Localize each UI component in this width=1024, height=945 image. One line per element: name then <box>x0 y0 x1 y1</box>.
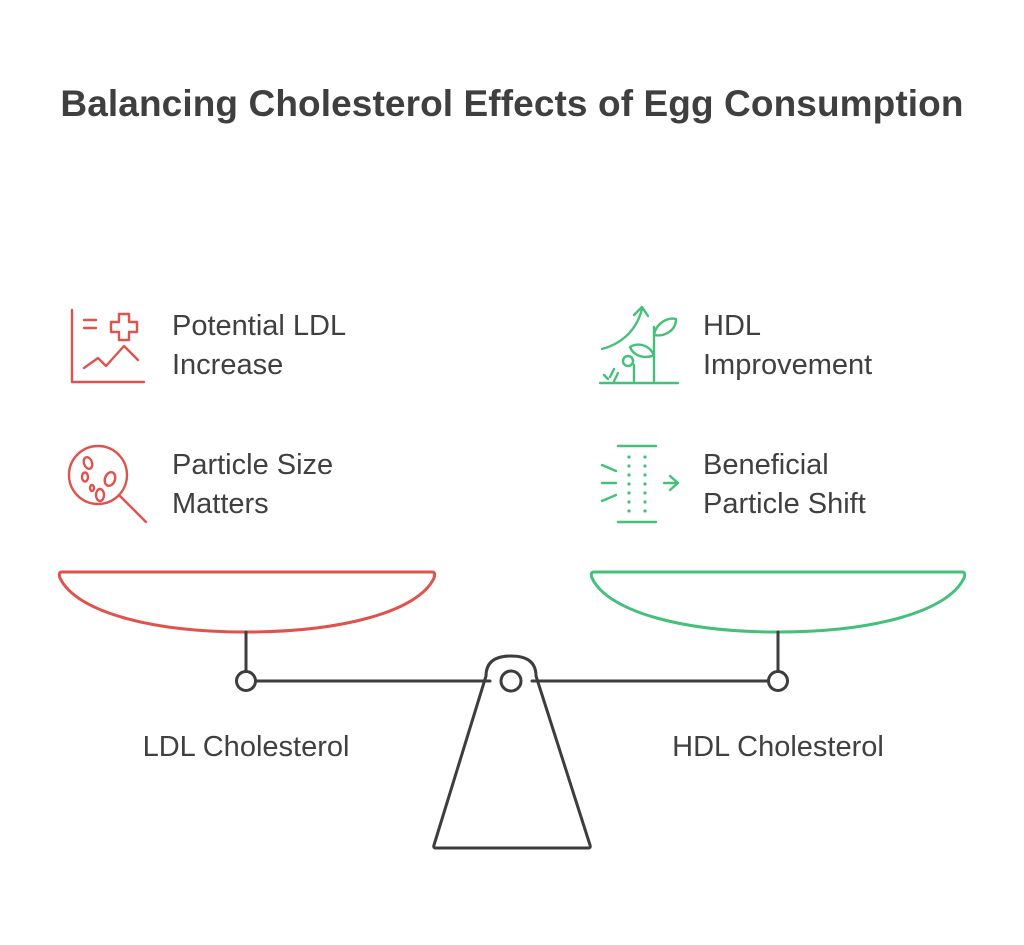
hdl-scale-label: HDL Cholesterol <box>672 731 884 763</box>
right-item-1: HDL Improvement <box>703 307 963 385</box>
left-pan <box>57 570 437 634</box>
right-item-1-line1: HDL <box>703 310 762 342</box>
right-item-2-line2: Particle Shift <box>703 488 866 520</box>
left-item-1: Potential LDL Increase <box>172 307 432 385</box>
right-pan <box>589 570 967 634</box>
fulcrum <box>432 654 592 850</box>
right-item-2: Beneficial Particle Shift <box>703 446 963 524</box>
left-item-1-line1: Potential LDL <box>172 310 347 342</box>
chart-medical-icon <box>70 308 146 384</box>
right-item-2-line1: Beneficial <box>703 449 829 481</box>
left-item-1-line2: Increase <box>172 349 284 381</box>
left-item-2-line1: Particle Size <box>172 449 334 481</box>
left-item-2: Particle Size Matters <box>172 446 432 524</box>
growing-plant-icon <box>598 305 680 385</box>
ldl-scale-label: LDL Cholesterol <box>142 731 350 763</box>
left-item-2-line2: Matters <box>172 488 269 520</box>
particle-filter-icon <box>600 444 680 524</box>
page-title: Balancing Cholesterol Effects of Egg Con… <box>60 83 964 124</box>
right-item-1-line2: Improvement <box>703 349 873 381</box>
magnifier-particles-icon <box>67 444 148 524</box>
